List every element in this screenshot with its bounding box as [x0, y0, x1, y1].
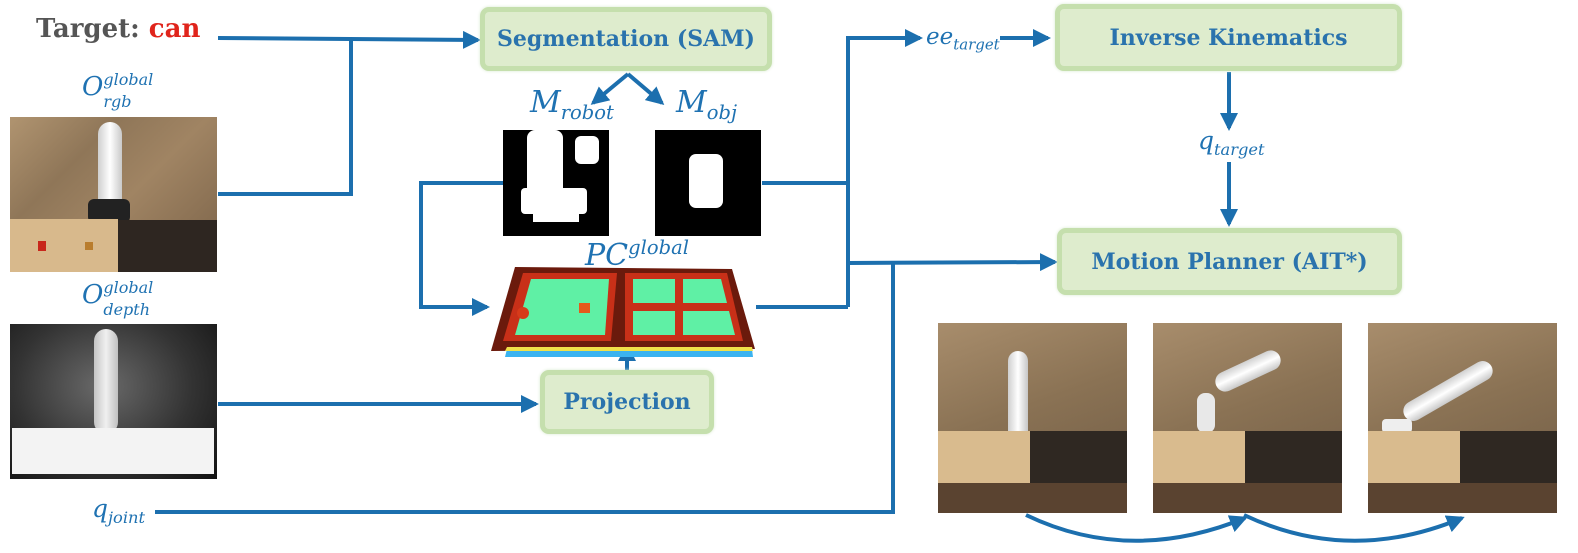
rgb-dark-tray [112, 220, 217, 272]
arrow-seg-to-mobj [626, 72, 665, 105]
depth-robot-arm [94, 329, 118, 434]
segmentation-node: Segmentation (SAM) [480, 7, 772, 71]
arrow-mrobot-to-pc [419, 181, 503, 316]
depth-observation-image [10, 324, 217, 479]
target-label: Target: can [36, 14, 200, 44]
arrow-to-ee-target [846, 29, 923, 307]
q-target-label: qtarget [1198, 126, 1265, 159]
pc-global-label: PCglobal [585, 236, 689, 273]
projection-label: Projection [563, 389, 691, 415]
q-joint-label: qjoint [92, 494, 146, 527]
segmentation-label: Segmentation (SAM) [497, 26, 755, 52]
inverse-kinematics-label: Inverse Kinematics [1109, 24, 1348, 51]
motion-planner-label: Motion Planner (AIT*) [1091, 248, 1368, 275]
rgb-can [38, 241, 46, 251]
rgb-cube [85, 242, 93, 250]
motion-frame-1 [938, 323, 1127, 513]
rgb-wood-tray [10, 219, 118, 272]
m-obj-label: Mobj [676, 85, 737, 124]
arrow-target-to-segmentation [217, 30, 481, 49]
motion-frame-3 [1368, 323, 1557, 513]
robot-mask-image [503, 130, 609, 236]
motion-frame-2 [1153, 323, 1342, 513]
inverse-kinematics-node: Inverse Kinematics [1055, 4, 1402, 71]
arrow-qjoint-to-planner [155, 263, 895, 514]
arrow-rgb-to-segmentation [218, 40, 353, 196]
object-mask-image [655, 130, 761, 236]
ee-target-label: eetarget [926, 24, 1000, 54]
target-object: can [148, 14, 201, 44]
arrow-frame1-to-frame2 [1025, 513, 1248, 543]
depth-tray [12, 428, 214, 474]
m-robot-label: Mrobot [530, 85, 614, 124]
arrow-seg-to-mrobot [590, 72, 630, 105]
projection-node: Projection [540, 370, 714, 434]
target-prefix: Target: [36, 14, 149, 44]
motion-planner-node: Motion Planner (AIT*) [1057, 228, 1402, 295]
arrow-to-motion-planner [847, 253, 1058, 272]
rgb-observation-image [10, 117, 217, 272]
arrow-frame2-to-frame3 [1243, 513, 1465, 543]
point-cloud-image [491, 267, 755, 357]
